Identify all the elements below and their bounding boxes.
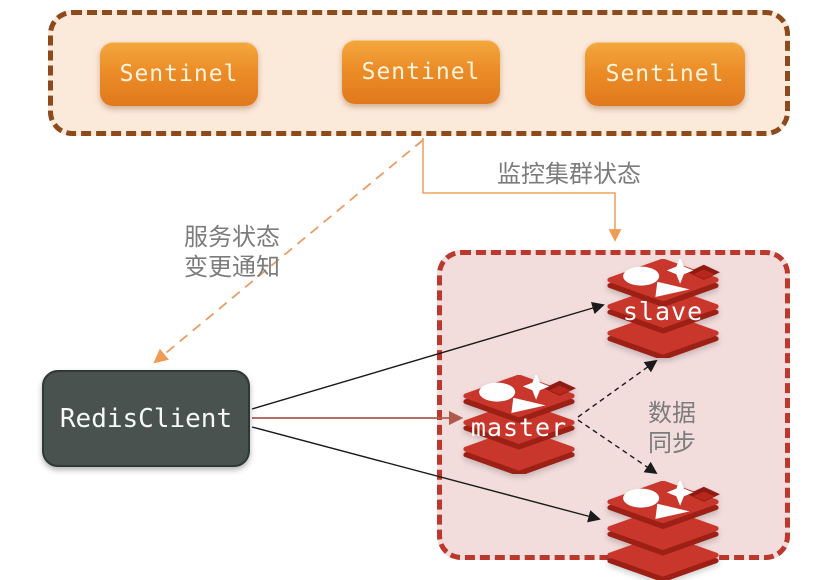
data-sync-label: 数据 同步 [648,398,696,458]
notify-label-line2: 变更通知 [184,253,280,281]
master-node-label: master [470,413,568,442]
redis-logo-icon [607,259,720,358]
service-change-notify-label: 服务状态 变更通知 [184,222,280,282]
sync-label-line2: 同步 [648,429,696,457]
redis-client-label: RedisClient [59,403,233,434]
monitor-connector-line [422,138,622,242]
sentinel-node-3-label: Sentinel [605,61,725,87]
monitor-status-label: 监控集群状态 [497,160,641,188]
sentinel-node-2-label: Sentinel [361,59,481,85]
redis-client-node: RedisClient [42,370,250,467]
sentinel-node-3: Sentinel [585,42,745,106]
redis-slave2-node [606,481,720,580]
sync-label-line1: 数据 [648,399,696,427]
notify-label-line1: 服务状态 [184,223,280,251]
redis-sentinel-architecture-diagram: { "sentinel_group": { "nodes": [ { "labe… [42,10,790,580]
sentinel-node-1-label: Sentinel [119,61,239,87]
sentinel-node-1: Sentinel [100,42,258,106]
redis-slave-node: slave [606,259,720,358]
slave-node-label: slave [622,297,704,326]
redis-logo-icon [607,481,720,580]
sentinel-node-2: Sentinel [342,40,500,104]
redis-master-node: master [462,375,576,474]
